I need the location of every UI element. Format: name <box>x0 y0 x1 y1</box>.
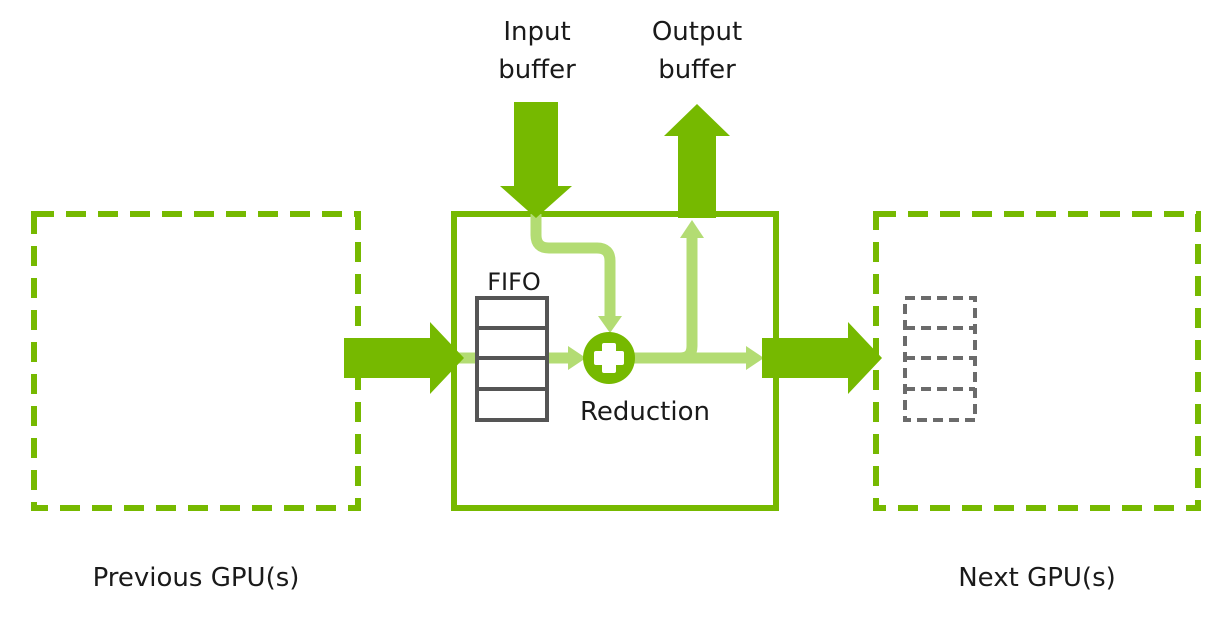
arrow-from-previous-gpu <box>344 322 464 394</box>
input-buffer-label-line1: Input <box>503 17 570 47</box>
next-gpu-label: Next GPU(s) <box>958 563 1116 593</box>
output-buffer-label-line1: Output <box>652 17 742 47</box>
previous-gpu-label: Previous GPU(s) <box>93 563 300 593</box>
reduction-operator <box>583 332 635 384</box>
input-buffer-label-line2: buffer <box>498 55 576 85</box>
internal-arrowheads <box>568 220 764 370</box>
output-buffer-label-line2: buffer <box>658 55 736 85</box>
arrow-to-next-gpu <box>762 322 882 394</box>
previous-gpu-box <box>31 211 361 511</box>
fifo-queue <box>475 296 549 422</box>
next-gpu-box <box>873 211 1201 511</box>
next-gpu-fifo <box>903 296 977 422</box>
output-buffer-arrow <box>664 104 730 218</box>
fifo-label: FIFO <box>487 268 541 296</box>
reduction-label: Reduction <box>580 397 710 427</box>
input-buffer-arrow <box>500 102 572 218</box>
